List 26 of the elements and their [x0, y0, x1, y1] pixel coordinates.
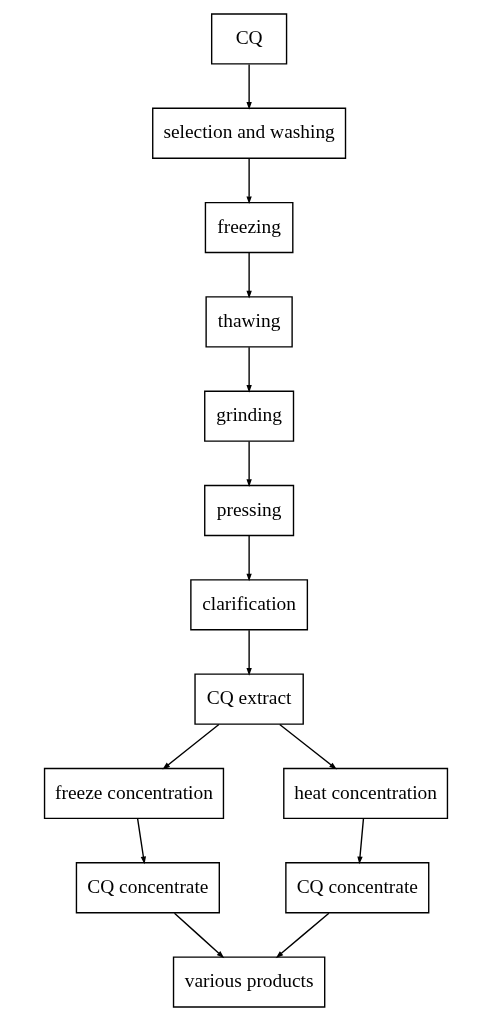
node-box: selection and washing	[151, 107, 346, 159]
node-box: freezing	[204, 201, 293, 254]
node-box: thawing	[204, 296, 293, 348]
arrow	[245, 440, 252, 487]
arrow	[275, 912, 330, 959]
arrow	[245, 535, 252, 582]
arrow	[136, 818, 146, 865]
node-box: grinding	[203, 390, 294, 442]
node-box: heat concentration	[282, 767, 448, 820]
arrow	[245, 252, 252, 299]
arrow	[245, 63, 252, 110]
arrow	[245, 629, 252, 676]
arrow	[173, 912, 224, 959]
arrow	[278, 723, 337, 770]
node-box: pressing	[203, 484, 294, 537]
node-box: CQ concentrate	[284, 862, 429, 914]
arrow	[161, 723, 220, 770]
node-box: CQ concentrate	[75, 862, 220, 914]
node-box: CQ extract	[193, 673, 304, 725]
arrow	[245, 346, 252, 393]
node-box: various products	[172, 956, 325, 1008]
arrow	[356, 818, 364, 865]
node-box: freeze concentration	[43, 767, 224, 820]
arrow	[245, 158, 252, 205]
node-box: clarification	[189, 579, 308, 631]
node-box: CQ	[210, 13, 287, 65]
